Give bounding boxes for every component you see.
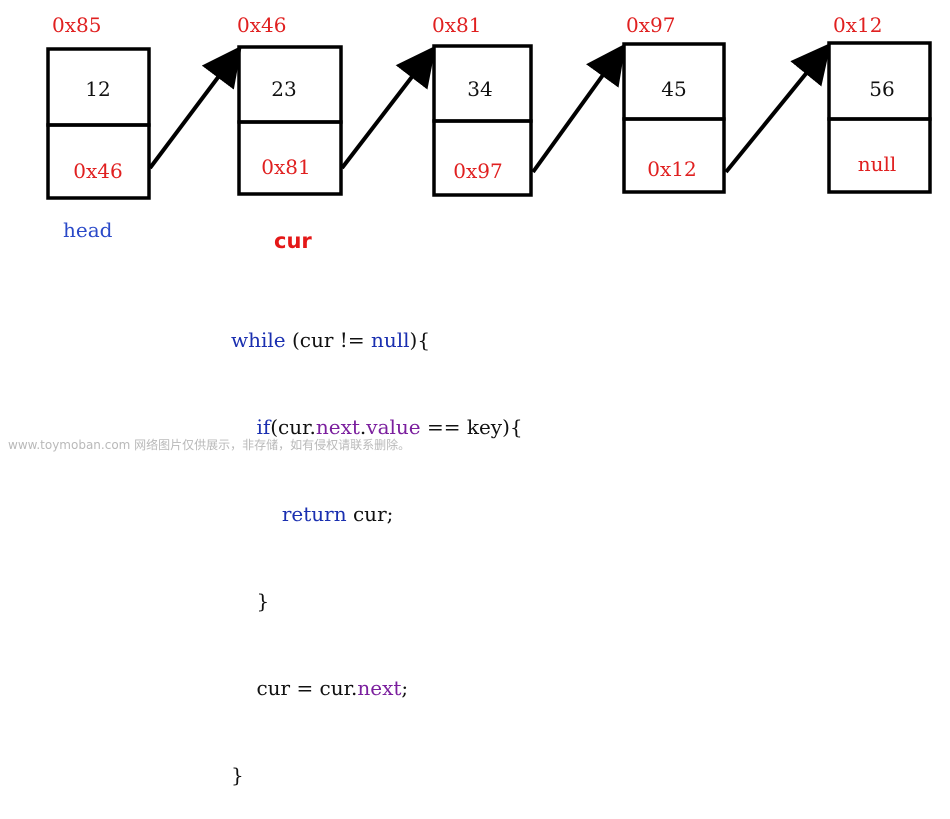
property-value: value [366, 415, 421, 439]
code-text: (cur. [270, 415, 316, 439]
code-text: cur = cur. [256, 676, 358, 700]
node-next-pointer: 0x81 [261, 155, 310, 179]
node-next-cell [432, 119, 533, 197]
head-label: head [63, 218, 113, 242]
code-text: ){ [409, 328, 431, 352]
pointer-arrow [148, 45, 242, 170]
keyword-if: if [256, 415, 271, 439]
list-node-5: 0x12 56 null [827, 13, 932, 194]
code-text: cur; [346, 502, 394, 526]
code-line-5: cur = cur.next; [231, 674, 523, 703]
code-text: == key){ [420, 415, 523, 439]
code-line-2: if(cur.next.value == key){ [231, 413, 523, 442]
pointer-arrows [148, 42, 832, 174]
node-value: 12 [85, 77, 110, 101]
node-next-pointer: 0x97 [453, 159, 502, 183]
list-node-4: 0x97 45 0x12 [622, 13, 726, 194]
node-next-cell [237, 120, 343, 196]
property-next: next [357, 676, 402, 700]
code-text: } [256, 589, 270, 613]
pointer-arrow [531, 43, 626, 174]
node-address: 0x46 [237, 13, 286, 37]
property-next: next [315, 415, 360, 439]
code-text: (cur != [285, 328, 371, 352]
node-value: 56 [869, 77, 894, 101]
code-line-1: while (cur != null){ [231, 326, 523, 355]
node-address: 0x85 [52, 13, 101, 37]
code-text: } [231, 763, 244, 787]
list-node-1: 0x85 12 0x46 [46, 13, 151, 200]
node-next-cell [46, 123, 151, 200]
node-address: 0x97 [626, 13, 675, 37]
code-text: . [359, 415, 367, 439]
node-next-pointer: 0x12 [647, 157, 696, 181]
node-next-cell [622, 117, 726, 194]
keyword-return: return [281, 502, 347, 526]
node-value: 23 [271, 77, 296, 101]
keyword-while: while [231, 328, 286, 352]
linked-list-diagram: 0x85 12 0x46 0x46 23 0x81 0x81 34 0x97 0… [46, 13, 932, 253]
code-line-4: } [231, 587, 523, 616]
list-node-3: 0x81 34 0x97 [432, 13, 533, 197]
code-line-6: } [231, 761, 523, 790]
node-value: 34 [467, 77, 492, 101]
code-line-3: return cur; [231, 500, 523, 529]
node-next-pointer: 0x46 [73, 159, 122, 183]
list-node-2: 0x46 23 0x81 [237, 13, 343, 196]
code-text: ; [401, 676, 409, 700]
node-next-pointer: null [858, 152, 897, 176]
node-address: 0x81 [432, 13, 481, 37]
watermark-text: www.toymoban.com 网络图片仅供展示，非存储，如有侵权请联系删除。 [8, 438, 411, 452]
node-value: 45 [661, 77, 686, 101]
keyword-null: null [370, 328, 410, 352]
pointer-arrow [724, 42, 832, 174]
code-block: while (cur != null){ if(cur.next.value =… [231, 268, 523, 819]
cur-label: cur [274, 229, 312, 253]
node-next-cell [827, 117, 932, 194]
pointer-arrow [340, 45, 436, 170]
node-address: 0x12 [833, 13, 882, 37]
